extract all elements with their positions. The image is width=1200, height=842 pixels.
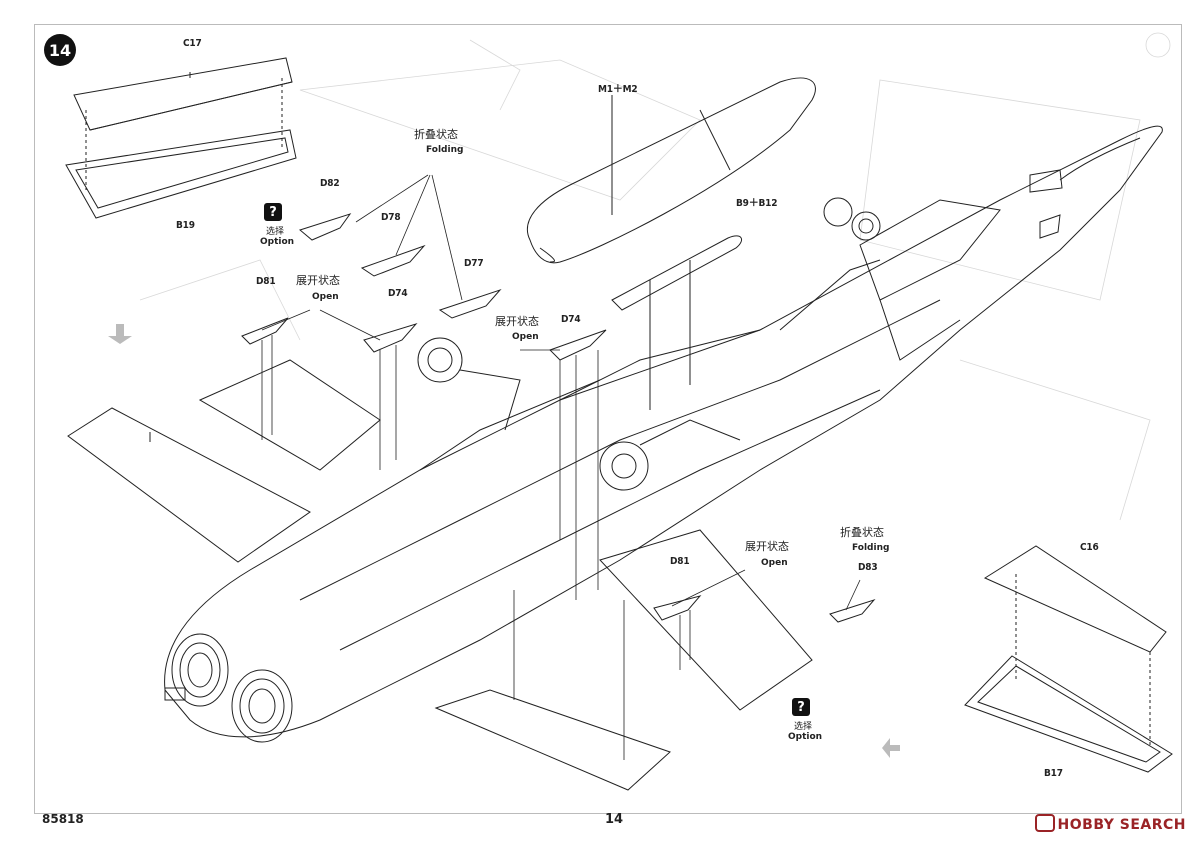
aircraft-fuselage	[164, 125, 1163, 738]
landing-gear-left	[417, 337, 521, 431]
part-b17-wing-bottom	[964, 655, 1173, 773]
nav-arrow-left-icon	[882, 738, 900, 758]
callout-open-bottom-cn: 展开状态	[745, 540, 789, 553]
label-d81-right: D81	[670, 556, 690, 567]
option-top-en: Option	[260, 237, 295, 247]
callout-folding-bottom-cn: 折叠状态	[840, 526, 884, 539]
option-bottom-question-icon: ?	[792, 698, 810, 716]
nav-arrow-icon	[108, 324, 132, 344]
part-d78	[360, 244, 426, 277]
engine-nozzles	[164, 633, 293, 743]
label-d83: D83	[858, 562, 878, 573]
part-c16-wing-top	[983, 545, 1167, 653]
page-frame	[34, 24, 1182, 814]
watermark: HOBBY SEARCH	[1034, 814, 1186, 833]
label-d74-left: D74	[388, 288, 408, 299]
part-d81-left	[241, 317, 289, 345]
wing-root-right	[599, 529, 813, 711]
landing-gear-right	[599, 419, 741, 491]
label-c17: C17	[183, 38, 202, 49]
background-ghost-lines	[139, 32, 1171, 521]
callout-open-center-en: Open	[512, 332, 539, 342]
part-c17-wing-top	[73, 57, 293, 131]
product-code: 85818	[42, 812, 84, 826]
step-number-badge: 14	[44, 34, 76, 66]
label-d81-left: D81	[256, 276, 276, 287]
label-c16: C16	[1080, 542, 1099, 553]
label-b19: B19	[176, 220, 195, 231]
label-d74-right: D74	[561, 314, 581, 325]
part-left-wing-panel	[67, 407, 311, 563]
label-m1-m2: M1＋M2	[598, 84, 638, 95]
option-top-cn: 选择	[266, 227, 285, 237]
part-d77	[438, 288, 502, 319]
part-d82	[298, 213, 352, 241]
callout-open-bottom-en: Open	[761, 558, 788, 568]
cockpit-area	[779, 197, 1001, 361]
option-bottom-en: Option	[788, 732, 823, 742]
option-bottom-cn: 选择	[794, 722, 813, 732]
part-d81-right	[653, 595, 702, 621]
callout-folding-top-cn: 折叠状态	[414, 128, 458, 141]
watermark-logo-icon	[1034, 814, 1055, 832]
part-d74-left	[363, 323, 418, 353]
label-d82: D82	[320, 178, 340, 189]
part-right-wing-panel	[434, 689, 671, 791]
callout-open-left-cn: 展开状态	[296, 274, 340, 287]
page-number: 14	[605, 812, 624, 827]
watermark-text: HOBBY SEARCH	[1057, 817, 1186, 833]
label-d77: D77	[464, 258, 484, 269]
callout-folding-top-en: Folding	[426, 145, 464, 155]
callout-folding-bottom-en: Folding	[852, 543, 890, 553]
callout-open-center-cn: 展开状态	[495, 315, 539, 328]
part-b9-b12-pylon	[611, 235, 743, 311]
label-b17: B17	[1044, 768, 1063, 779]
part-m1-m2-drop-tank	[526, 77, 816, 264]
wing-root-left	[198, 359, 381, 471]
part-b19-wing-bottom	[65, 129, 297, 219]
assembly-leader-lines	[261, 174, 861, 760]
option-top-question-icon: ?	[264, 203, 282, 221]
callout-open-left-en: Open	[312, 292, 339, 302]
part-d83	[829, 598, 876, 623]
label-d78: D78	[381, 212, 401, 223]
label-b9-b12: B9＋B12	[736, 198, 778, 209]
part-d74-right	[549, 329, 607, 361]
